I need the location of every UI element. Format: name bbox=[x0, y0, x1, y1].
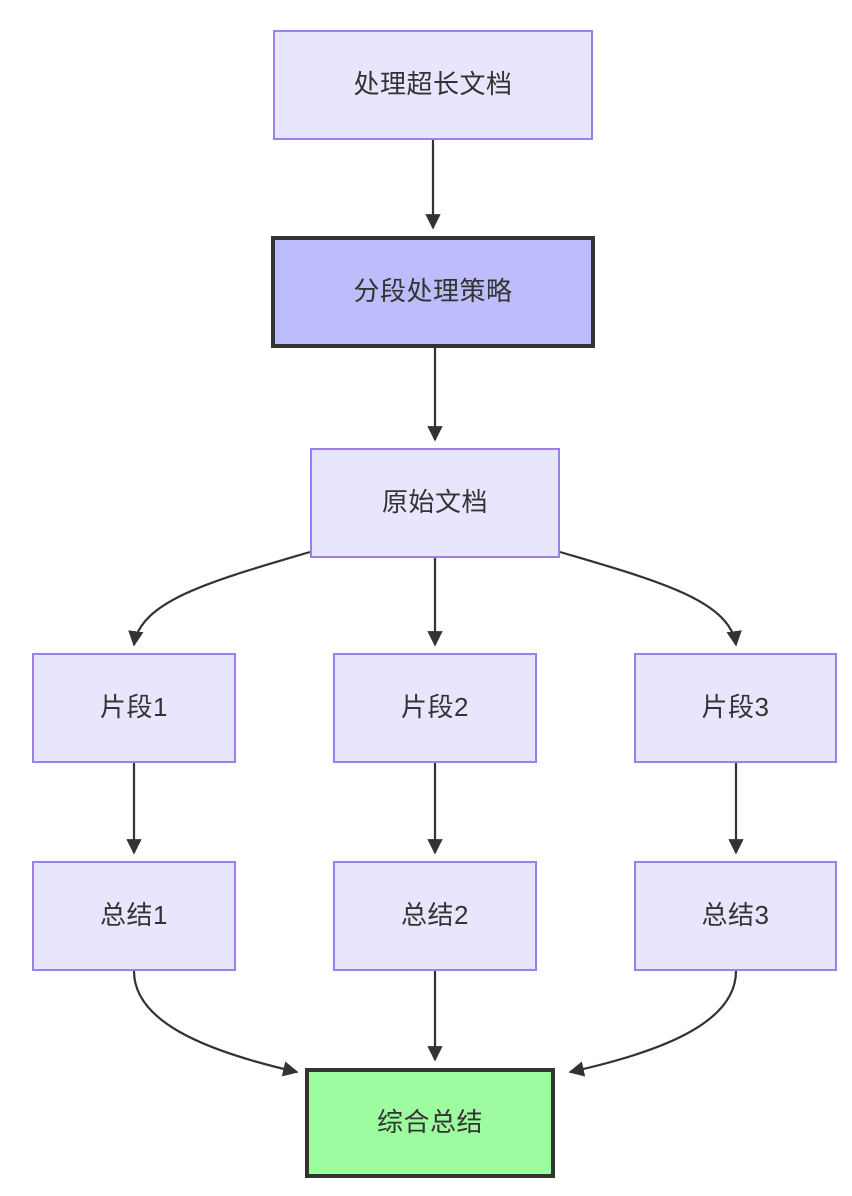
node-fragment-3[interactable]: 片段3 bbox=[634, 653, 837, 763]
node-fragment-2[interactable]: 片段2 bbox=[333, 653, 537, 763]
node-process-long-document[interactable]: 处理超长文档 bbox=[273, 30, 593, 140]
node-label: 处理超长文档 bbox=[353, 69, 513, 100]
node-label: 片段3 bbox=[701, 692, 770, 723]
edge-source-to-frag3 bbox=[559, 550, 742, 647]
node-label: 原始文档 bbox=[381, 487, 488, 518]
edge-source-to-frag1 bbox=[128, 550, 311, 647]
node-label: 片段2 bbox=[401, 692, 469, 723]
edge-sum3-to-final bbox=[568, 970, 738, 1077]
node-label: 总结3 bbox=[701, 900, 770, 931]
node-label: 片段1 bbox=[100, 692, 168, 723]
node-summary-3[interactable]: 总结3 bbox=[634, 861, 837, 971]
node-fragment-1[interactable]: 片段1 bbox=[32, 653, 236, 763]
node-label: 总结1 bbox=[100, 900, 168, 931]
node-label: 综合总结 bbox=[376, 1107, 483, 1138]
node-comprehensive-summary[interactable]: 综合总结 bbox=[305, 1068, 555, 1178]
node-summary-1[interactable]: 总结1 bbox=[32, 861, 236, 971]
edge-sum1-to-final bbox=[132, 970, 299, 1077]
node-summary-2[interactable]: 总结2 bbox=[333, 861, 537, 971]
node-original-document[interactable]: 原始文档 bbox=[310, 448, 560, 558]
node-label: 总结2 bbox=[401, 900, 469, 931]
node-chunking-strategy[interactable]: 分段处理策略 bbox=[271, 236, 595, 348]
node-label: 分段处理策略 bbox=[353, 276, 513, 307]
